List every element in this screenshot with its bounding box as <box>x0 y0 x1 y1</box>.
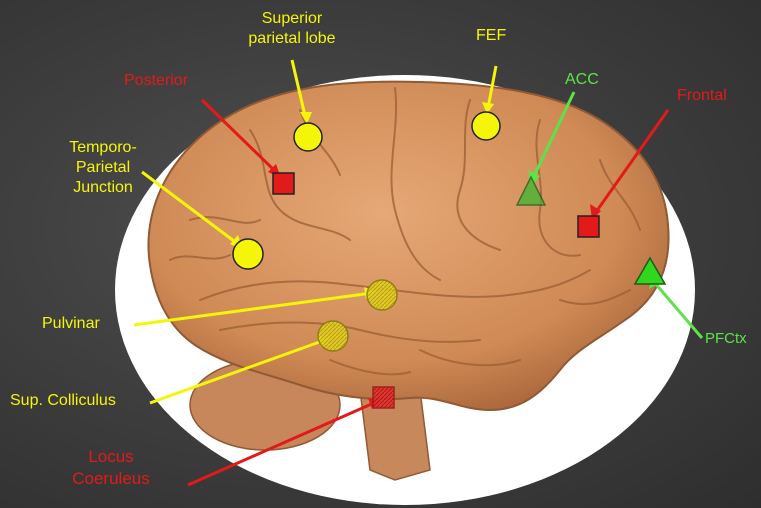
superior-parietal-circle-marker <box>294 123 322 151</box>
tpj-label-line-1: Temporo- <box>44 138 162 158</box>
posterior-label: Posterior <box>124 71 188 91</box>
fef-label: FEF <box>476 26 506 46</box>
locus-coeruleus-label-line-2: Coeruleus <box>56 468 166 490</box>
locus-coeruleus-label-line-1: Locus <box>56 446 166 468</box>
frontal-square-marker <box>578 216 599 237</box>
tpj-circle-marker <box>233 239 263 269</box>
acc-label: ACC <box>565 70 599 90</box>
locus-coeruleus-label: Locus Coeruleus <box>56 446 166 490</box>
pfctx-label: PFCtx <box>705 329 747 349</box>
superior-parietal-label: Superior parietal lobe <box>222 9 362 49</box>
sup-colliculus-circle-marker <box>318 321 348 351</box>
fef-circle-marker <box>472 112 500 140</box>
superior-parietal-label-line-2: parietal lobe <box>222 29 362 49</box>
superior-parietal-label-line-1: Superior <box>222 9 362 29</box>
tpj-label-line-3: Junction <box>44 178 162 198</box>
pulvinar-label: Pulvinar <box>42 314 100 334</box>
locus-coeruleus-square-marker <box>373 387 394 408</box>
tpj-label: Temporo- Parietal Junction <box>44 138 162 198</box>
posterior-square-marker <box>273 173 294 194</box>
tpj-label-line-2: Parietal <box>44 158 162 178</box>
sup-colliculus-label: Sup. Colliculus <box>10 391 116 411</box>
frontal-label: Frontal <box>677 86 727 106</box>
pulvinar-circle-marker <box>367 280 397 310</box>
